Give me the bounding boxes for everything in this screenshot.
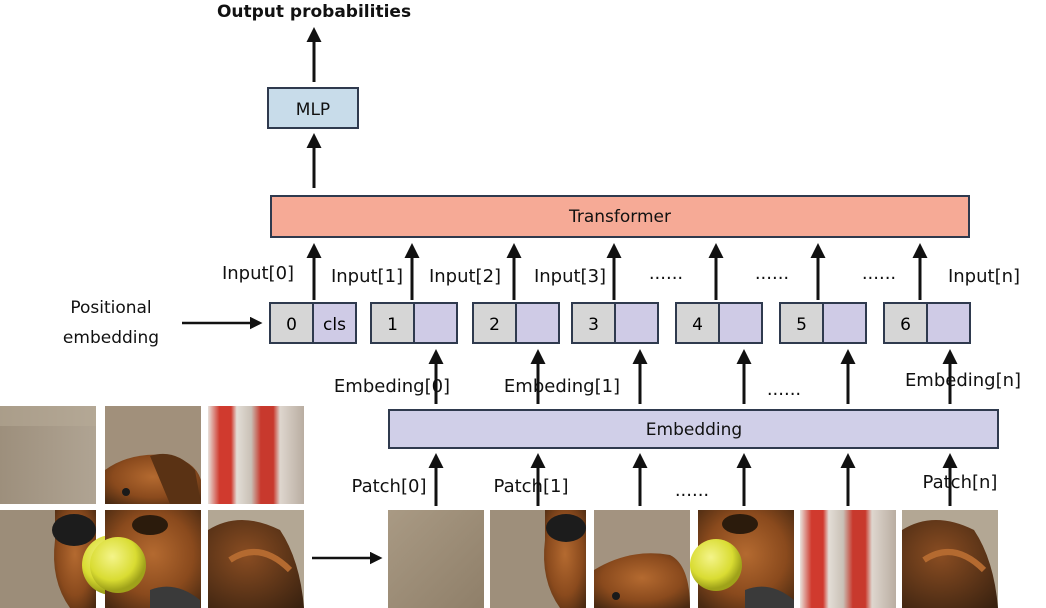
embedding-arrows	[428, 349, 958, 404]
patch-image-5	[902, 510, 998, 608]
input-label: ......	[649, 263, 683, 284]
positional-label-line1: Positional	[70, 298, 151, 318]
token-4: 4	[675, 302, 763, 344]
token-index-label: 6	[900, 315, 911, 335]
token-index-cell	[269, 302, 314, 344]
output-title: Output probabilities	[217, 2, 411, 22]
input-labels: Input[0] Input[1] Input[2] Input[3] ....…	[222, 263, 1020, 287]
token-embedding-cell	[822, 302, 867, 344]
input-label: Input[3]	[534, 266, 606, 287]
token-0: 0 cls	[269, 302, 357, 344]
positional-embedding-label: Positional embedding	[63, 298, 159, 348]
embedding-box: Embedding	[388, 409, 999, 449]
embedding-output-label: Embeding[n]	[905, 370, 1021, 391]
input-label: Input[0]	[222, 263, 294, 284]
token-row: 0 cls 1 2 3 4 5 6	[269, 302, 971, 344]
token-6: 6	[883, 302, 971, 344]
input-arrows	[306, 243, 928, 300]
transformer-label: Transformer	[568, 207, 671, 227]
source-image-grid	[0, 406, 304, 608]
grid-cell-dog-fur	[208, 510, 304, 608]
token-5: 5	[779, 302, 867, 344]
token-slot-label: cls	[323, 315, 346, 335]
embedding-label: Embedding	[646, 420, 742, 440]
patch-labels: Patch[0] Patch[1] ...... Patch[n]	[352, 472, 998, 501]
grid-cell-wall	[0, 406, 96, 504]
token-embedding-cell	[614, 302, 659, 344]
token-embedding-cell	[413, 302, 458, 344]
patch-image-3	[690, 510, 794, 608]
transformer-box: Transformer	[270, 195, 970, 238]
token-index-label: 1	[387, 315, 398, 335]
token-embedding-cell	[718, 302, 763, 344]
patch-label: Patch[1]	[494, 476, 569, 497]
token-index-cell	[779, 302, 824, 344]
token-embedding-cell	[312, 302, 357, 344]
token-index-cell	[370, 302, 415, 344]
patch-label: Patch[0]	[352, 476, 427, 497]
patch-strip	[388, 510, 998, 608]
embedding-labels: Embeding[0] Embeding[1] ...... Embeding[…	[334, 370, 1021, 400]
token-embedding-cell	[926, 302, 971, 344]
input-label: Input[n]	[948, 266, 1020, 287]
mlp-label: MLP	[296, 100, 330, 120]
input-label: Input[1]	[331, 266, 403, 287]
token-2: 2	[472, 302, 560, 344]
patch-image-0	[388, 510, 484, 608]
patch-label: Patch[n]	[923, 472, 998, 493]
token-3: 3	[571, 302, 659, 344]
grid-cell-red-stripes	[208, 406, 304, 504]
embedding-output-label: Embeding[1]	[504, 376, 620, 397]
token-index-cell	[675, 302, 720, 344]
positional-label-line2: embedding	[63, 328, 159, 348]
token-index-cell	[472, 302, 517, 344]
patch-image-4	[800, 510, 896, 608]
token-1: 1	[370, 302, 458, 344]
token-index-label: 2	[489, 315, 500, 335]
token-index-cell	[883, 302, 928, 344]
patch-arrows	[428, 453, 958, 506]
mlp-box: MLP	[267, 87, 359, 129]
token-index-cell	[571, 302, 616, 344]
input-label: ......	[755, 263, 789, 284]
token-embedding-cell	[515, 302, 560, 344]
grid-cell-dog-ear	[105, 406, 201, 504]
embedding-output-label: ......	[767, 379, 801, 400]
token-index-label: 5	[796, 315, 807, 335]
token-index-label: 0	[286, 315, 297, 335]
input-label: Input[2]	[429, 266, 501, 287]
patch-label: ......	[675, 480, 709, 501]
patch-image-2	[594, 510, 690, 608]
grid-cell-dog-face	[90, 510, 201, 608]
input-label: ......	[862, 263, 896, 284]
patch-image-1	[490, 510, 586, 608]
embedding-output-label: Embeding[0]	[334, 376, 450, 397]
token-index-label: 3	[588, 315, 599, 335]
token-index-label: 4	[692, 315, 703, 335]
